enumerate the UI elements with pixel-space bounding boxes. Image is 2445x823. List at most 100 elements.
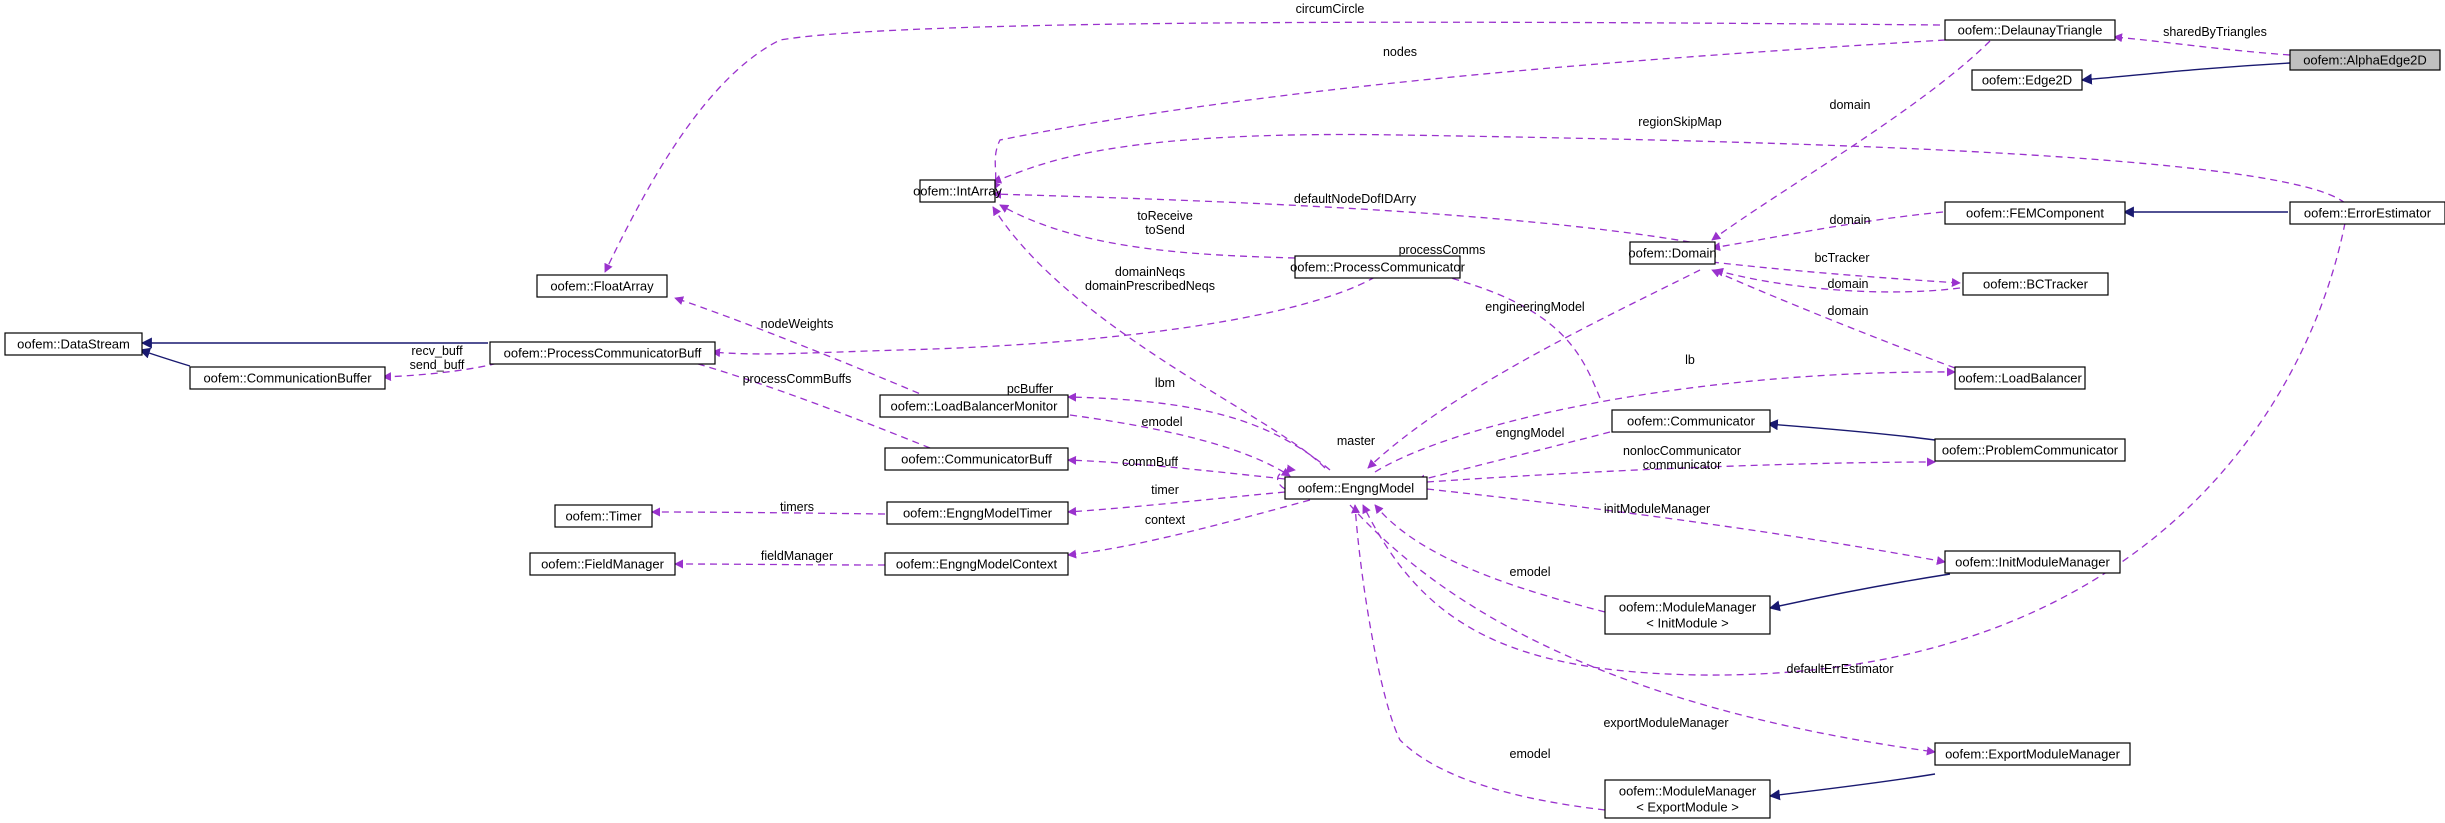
edge-fieldmanager bbox=[674, 559, 886, 569]
edge-processcomms bbox=[1409, 265, 1601, 399]
node-label: oofem::FloatArray bbox=[550, 279, 654, 294]
node-label: < ExportModule > bbox=[1636, 800, 1739, 815]
node-edge2d[interactable]: oofem::Edge2D bbox=[1971, 69, 2083, 91]
edge-commbuff bbox=[1067, 455, 1286, 480]
edge-timer bbox=[1067, 491, 1286, 516]
node-label: oofem::CommunicatorBuff bbox=[901, 452, 1052, 467]
node-commbuff[interactable]: oofem::CommunicatorBuff bbox=[884, 447, 1069, 471]
node-box bbox=[1629, 241, 1716, 265]
edge-lbm bbox=[1067, 392, 1331, 471]
node-communicator[interactable]: oofem::Communicator bbox=[1611, 409, 1771, 433]
node-errest[interactable]: oofem::ErrorEstimator bbox=[2289, 201, 2445, 225]
node-floatarray[interactable]: oofem::FloatArray bbox=[536, 274, 668, 298]
node-label: oofem::Domain bbox=[1628, 246, 1716, 261]
node-label: oofem::BCTracker bbox=[1983, 277, 2089, 292]
node-box bbox=[1954, 366, 2086, 390]
edge-label-processcomms: processComms bbox=[1399, 243, 1486, 257]
node-label: oofem::Communicator bbox=[1627, 414, 1756, 429]
edge-label-timers: timers bbox=[780, 500, 814, 514]
node-label: oofem::ModuleManager bbox=[1619, 784, 1757, 799]
node-loadbal[interactable]: oofem::LoadBalancer bbox=[1954, 366, 2086, 390]
node-box bbox=[1971, 69, 2083, 91]
edge-exportmm-to-mmexport bbox=[1768, 773, 1936, 801]
node-intarray[interactable]: oofem::IntArray bbox=[913, 179, 1002, 203]
node-emctx[interactable]: oofem::EngngModelContext bbox=[884, 552, 1069, 576]
node-datastream[interactable]: oofem::DataStream bbox=[4, 332, 143, 356]
edge-label-domain-lb: domain bbox=[1828, 304, 1869, 318]
edge-label-defaulterrestimator: defaultErrEstimator bbox=[1787, 662, 1894, 676]
edge-label-circumcircle: circumCircle bbox=[1296, 2, 1365, 16]
node-box bbox=[1604, 779, 1771, 819]
node-label: oofem::InitModuleManager bbox=[1955, 555, 2110, 570]
edge-circumcircle bbox=[604, 21, 1941, 273]
node-proccomm[interactable]: oofem::ProcessCommunicator bbox=[1290, 255, 1466, 279]
edge-domain-fem bbox=[1711, 211, 1944, 252]
node-label: oofem::LoadBalancerMonitor bbox=[891, 399, 1059, 414]
nodes: oofem::AlphaEdge2D oofem::DelaunayTriangl… bbox=[4, 19, 2445, 819]
node-label: oofem::Timer bbox=[565, 509, 642, 524]
node-label: oofem::ProblemCommunicator bbox=[1942, 443, 2119, 458]
node-label: oofem::ProcessCommunicator bbox=[1290, 260, 1466, 275]
node-exportmm[interactable]: oofem::ExportModuleManager bbox=[1934, 742, 2131, 766]
node-mmexport[interactable]: oofem::ModuleManager< ExportModule > bbox=[1604, 779, 1771, 819]
edge-label-nodeweights: nodeWeights bbox=[761, 317, 834, 331]
node-label: oofem::EngngModelContext bbox=[896, 557, 1058, 572]
edge-label-toreceive: toReceive bbox=[1137, 209, 1193, 223]
node-label: oofem::ModuleManager bbox=[1619, 600, 1757, 615]
node-label: oofem::EngngModelTimer bbox=[903, 506, 1053, 521]
edge-timers bbox=[651, 507, 886, 517]
node-box bbox=[1944, 550, 2121, 574]
edge-domain-bct bbox=[1714, 267, 1961, 293]
node-box bbox=[879, 394, 1069, 418]
edge-label-master: master bbox=[1337, 434, 1375, 448]
node-domain[interactable]: oofem::Domain bbox=[1628, 241, 1717, 265]
edge-label-tosend: toSend bbox=[1145, 223, 1185, 237]
node-fieldmgr[interactable]: oofem::FieldManager bbox=[529, 552, 676, 576]
edge-label-domain-delaunay: domain bbox=[1830, 98, 1871, 112]
node-commbuffer[interactable]: oofem::CommunicationBuffer bbox=[189, 366, 386, 390]
node-mminit[interactable]: oofem::ModuleManager< InitModule > bbox=[1604, 595, 1771, 635]
edge-label-domainneqs: domainNeqs bbox=[1115, 265, 1185, 279]
edge-initmm-to-mminit bbox=[1768, 573, 1951, 612]
node-box bbox=[1944, 201, 2126, 225]
node-box bbox=[1284, 476, 1428, 500]
edge-defaultnodedofidarry bbox=[992, 189, 1691, 243]
edge-probcomm-to-communicator bbox=[1766, 419, 1936, 441]
node-box bbox=[536, 274, 668, 298]
edge-toreceive bbox=[999, 204, 1296, 259]
node-label: oofem::ExportModuleManager bbox=[1945, 747, 2121, 762]
node-label: oofem::DataStream bbox=[17, 337, 130, 352]
node-box bbox=[489, 341, 716, 365]
edges bbox=[138, 21, 2346, 811]
node-femcomp[interactable]: oofem::FEMComponent bbox=[1944, 201, 2126, 225]
edge-alpha-to-edge2d bbox=[2080, 62, 2291, 85]
edge-label-engineeringmodel: engineeringModel bbox=[1485, 300, 1584, 314]
node-bctracker[interactable]: oofem::BCTracker bbox=[1962, 272, 2109, 296]
node-box bbox=[919, 179, 996, 203]
edge-engngmodel bbox=[1416, 431, 1611, 484]
node-box bbox=[1294, 255, 1461, 279]
edge-label-defaultnodedofidarry: defaultNodeDofIDArry bbox=[1294, 192, 1417, 206]
node-probcomm[interactable]: oofem::ProblemCommunicator bbox=[1934, 438, 2126, 462]
node-lbmon[interactable]: oofem::LoadBalancerMonitor bbox=[879, 394, 1069, 418]
node-delaunay[interactable]: oofem::DelaunayTriangle bbox=[1944, 19, 2116, 41]
edge-initmodulemanager bbox=[1426, 488, 1946, 565]
edge-defaulterrestimator bbox=[1362, 222, 2346, 676]
node-box bbox=[1934, 742, 2131, 766]
node-initmm[interactable]: oofem::InitModuleManager bbox=[1944, 550, 2121, 574]
node-pcbuff[interactable]: oofem::ProcessCommunicatorBuff bbox=[489, 341, 716, 365]
edge-label-domain-bct: domain bbox=[1828, 277, 1869, 291]
node-label: oofem::IntArray bbox=[913, 184, 1002, 199]
node-label: oofem::CommunicationBuffer bbox=[203, 371, 372, 386]
edge-label-lbm: lbm bbox=[1155, 376, 1175, 390]
node-alpha[interactable]: oofem::AlphaEdge2D bbox=[2289, 49, 2441, 71]
node-label: oofem::FieldManager bbox=[541, 557, 665, 572]
edge-label-domain-fem: domain bbox=[1830, 213, 1871, 227]
node-label: oofem::ProcessCommunicatorBuff bbox=[504, 346, 702, 361]
node-box bbox=[1944, 19, 2116, 41]
node-emtimer[interactable]: oofem::EngngModelTimer bbox=[886, 501, 1069, 525]
node-engng[interactable]: oofem::EngngModel bbox=[1284, 476, 1428, 500]
node-label: oofem::FEMComponent bbox=[1966, 206, 2104, 221]
node-timer[interactable]: oofem::Timer bbox=[554, 504, 653, 528]
